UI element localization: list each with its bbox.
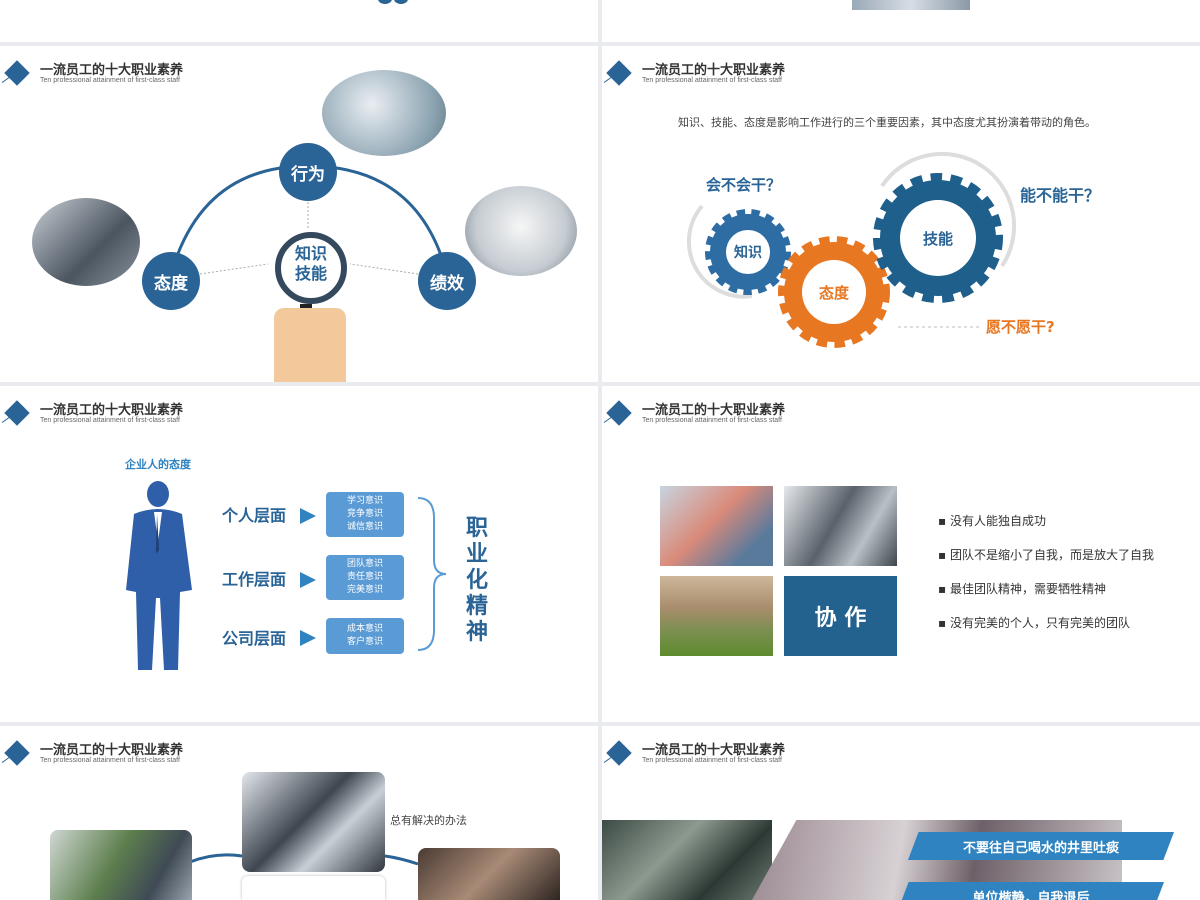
header-subtitle: Ten professional attainment of first-cla… bbox=[40, 757, 180, 764]
photo-partial bbox=[852, 0, 970, 10]
dot-icon bbox=[394, 0, 408, 4]
photo-city-aerial bbox=[602, 820, 772, 900]
question-willing: 愿不愿干? bbox=[986, 318, 1055, 336]
box-work: 团队意识 责任意识 完美意识 bbox=[326, 555, 404, 600]
photo-business-group bbox=[242, 772, 385, 872]
intro-text: 知识、技能、态度是影响工作进行的三个重要因素，其中态度尤其扮演着带动的角色。 bbox=[678, 116, 1096, 129]
photo-writing bbox=[322, 70, 446, 156]
node-attitude: 态度 bbox=[142, 252, 200, 310]
magnifier-icon bbox=[275, 232, 347, 304]
slide-behavior: 一流员工的十大职业素养 Ten professional attainment … bbox=[0, 46, 598, 382]
bullet-item: ▪ 没有人能独自成功 bbox=[938, 514, 1046, 528]
header-title: 一流员工的十大职业素养 bbox=[642, 63, 786, 78]
question-can-do: 会不会干？ bbox=[706, 176, 782, 194]
header-diamond-icon bbox=[4, 400, 30, 426]
arrow-right-icon bbox=[300, 572, 316, 588]
header-diamond-icon bbox=[606, 740, 632, 766]
bullet-item: ▪ 最佳团队精神，需要牺牲精神 bbox=[938, 582, 1106, 596]
bullet-item: ▪ 团队不是缩小了自我，而是放大了自我 bbox=[938, 548, 1154, 562]
gear-knowledge-label: 知识 bbox=[734, 245, 762, 261]
slide-teamwork: 一流员工的十大职业素养 Ten professional attainment … bbox=[602, 386, 1200, 722]
dot-icon bbox=[378, 0, 392, 4]
slide-ribbons: 一流员工的十大职业素养 Ten professional attainment … bbox=[602, 726, 1200, 900]
photo-caption-bar bbox=[242, 876, 385, 900]
arrow-right-icon bbox=[300, 508, 316, 524]
level-personal-label: 个人层面 bbox=[222, 506, 287, 525]
slide-gears: 一流员工的十大职业素养 Ten professional attainment … bbox=[602, 46, 1200, 382]
gear-attitude-label: 态度 bbox=[818, 284, 849, 302]
header-subtitle: Ten professional attainment of first-cla… bbox=[642, 77, 782, 84]
connector-lines bbox=[189, 853, 419, 866]
gear-skill-label: 技能 bbox=[922, 230, 953, 248]
question-able: 能不能干？ bbox=[1020, 186, 1101, 205]
header-title: 一流员工的十大职业素养 bbox=[40, 403, 184, 418]
header-subtitle: Ten professional attainment of first-cla… bbox=[40, 77, 180, 84]
caption-enterprise-attitude: 企业人的态度 bbox=[125, 458, 191, 471]
gear-attitude-icon bbox=[778, 236, 890, 348]
header-diamond-icon bbox=[606, 400, 632, 426]
hand-icon bbox=[274, 308, 346, 382]
header-title: 一流员工的十大职业素养 bbox=[40, 63, 184, 78]
header-subtitle: Ten professional attainment of first-cla… bbox=[40, 417, 180, 424]
brace-icon bbox=[417, 497, 447, 651]
photo-meeting-left bbox=[32, 198, 140, 286]
gear-skill-icon bbox=[873, 173, 1003, 303]
header-title: 一流员工的十大职业素养 bbox=[642, 403, 786, 418]
slide-attitude: 一流员工的十大职业素养 Ten professional attainment … bbox=[0, 386, 598, 722]
teamwork-tile: 协 作 bbox=[784, 576, 897, 656]
header-subtitle: Ten professional attainment of first-cla… bbox=[642, 417, 782, 424]
level-company-label: 公司层面 bbox=[222, 629, 287, 648]
ribbon-slogan-2: 单位楷静，自我退后 bbox=[898, 882, 1164, 900]
slide-solution: 一流员工的十大职业素养 Ten professional attainment … bbox=[0, 726, 598, 900]
node-performance: 绩效 bbox=[418, 252, 476, 310]
photo-meeting-plants bbox=[50, 830, 192, 900]
photo-hands-together bbox=[660, 486, 773, 566]
slide-top-right bbox=[602, 0, 1200, 42]
gears-graphic bbox=[686, 151, 1017, 348]
solution-note: 总有解决的办法 bbox=[390, 814, 467, 827]
slide-top-left bbox=[0, 0, 598, 42]
photo-handshake bbox=[418, 848, 560, 900]
header-title: 一流员工的十大职业素养 bbox=[40, 743, 184, 758]
node-behavior: 行为 bbox=[279, 143, 337, 201]
box-personal: 学习意识 竞争意识 诚信意识 bbox=[326, 492, 404, 537]
header-subtitle: Ten professional attainment of first-cla… bbox=[642, 757, 782, 764]
ribbon-slogan-1: 不要往自己喝水的井里吐痰 bbox=[908, 832, 1174, 860]
businessman-silhouette-icon bbox=[126, 481, 192, 670]
gear-knowledge-icon bbox=[705, 209, 791, 295]
level-work-label: 工作层面 bbox=[222, 570, 287, 589]
arrow-right-icon bbox=[300, 630, 316, 646]
vertical-professional-spirit: 职业化精神 bbox=[466, 516, 489, 645]
photo-students-grass bbox=[660, 576, 773, 656]
header-title: 一流员工的十大职业素养 bbox=[642, 743, 786, 758]
bullet-item: ▪ 没有完美的个人，只有完美的团队 bbox=[938, 616, 1130, 630]
photo-meeting-right bbox=[465, 186, 577, 276]
magnifier-label: 知识 技能 bbox=[294, 244, 327, 283]
box-company: 成本意识 客户意识 bbox=[326, 618, 404, 654]
photo-office-team bbox=[784, 486, 897, 566]
